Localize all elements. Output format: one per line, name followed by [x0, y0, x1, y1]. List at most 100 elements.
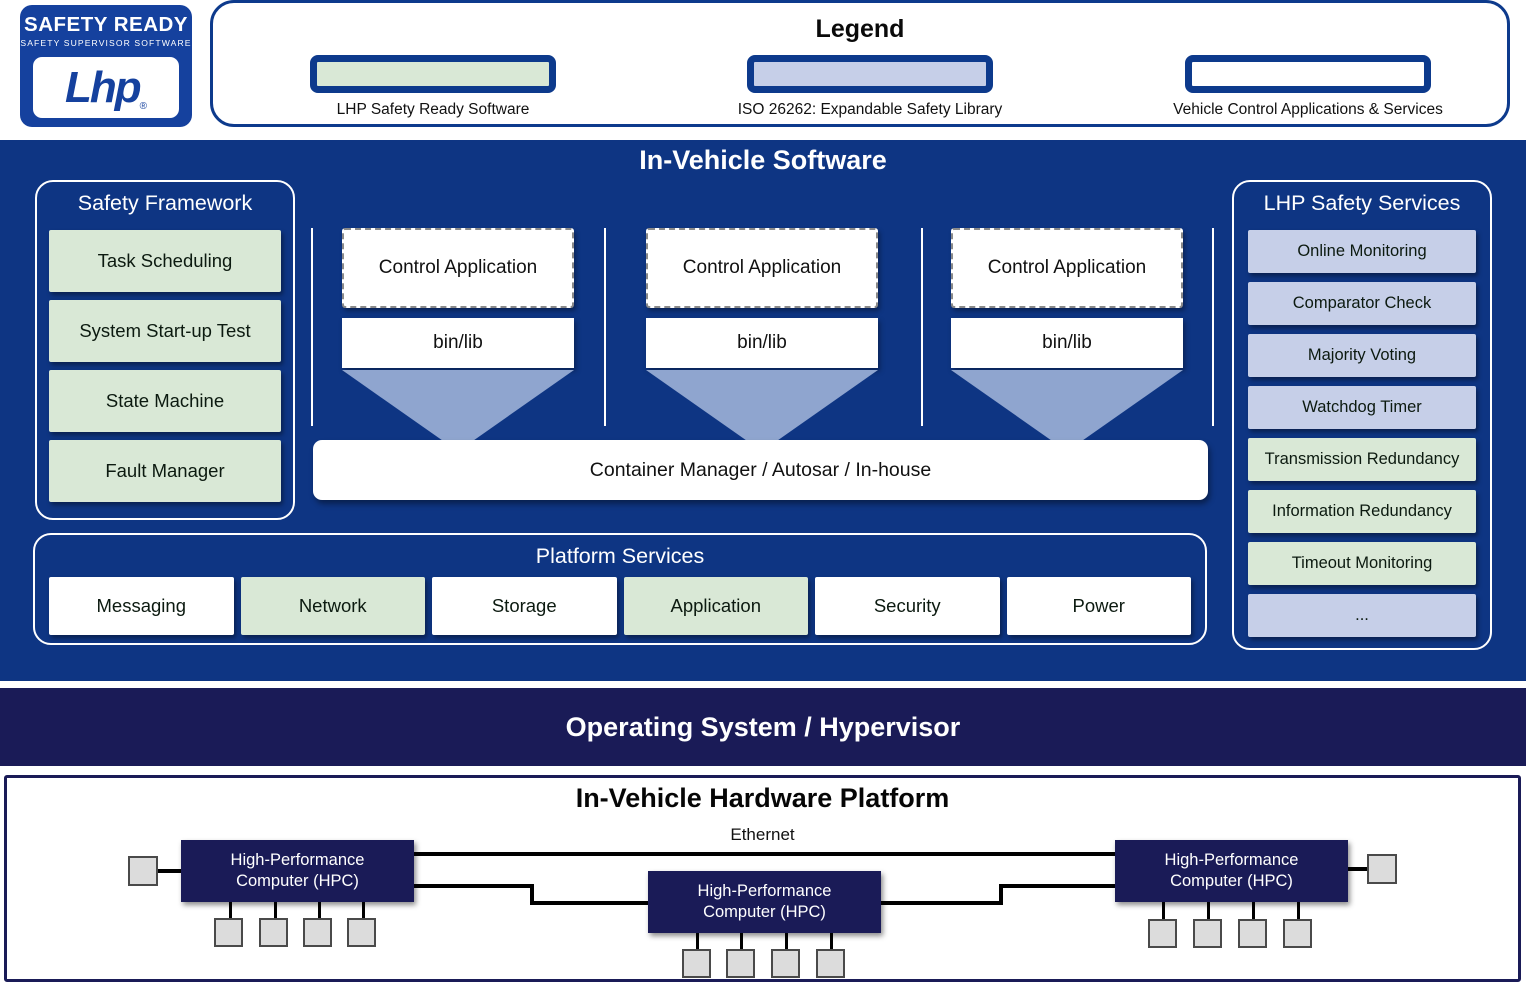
funnel-connector: [951, 370, 1183, 440]
link-line: [999, 884, 1003, 905]
platform-services-panel: Platform Services Messaging Network Stor…: [33, 533, 1207, 645]
panel-title: Safety Framework: [77, 191, 253, 215]
column-divider: [311, 228, 313, 426]
platform-service-item: Application: [623, 577, 808, 635]
legend-item-iso-library: ISO 26262: Expandable Safety Library: [700, 55, 1040, 119]
legend-title: Legend: [815, 15, 905, 43]
ecu-node: [771, 949, 800, 978]
control-application-box: Control Application: [951, 228, 1183, 308]
ecu-node: [128, 856, 158, 886]
safety-service-item: ...: [1248, 594, 1476, 637]
os-hypervisor-bar: Operating System / Hypervisor: [0, 688, 1526, 766]
logo-subtitle: SAFETY SUPERVISOR SOFTWARE: [20, 38, 192, 48]
app-column: Control Application bin/lib: [951, 228, 1183, 440]
ecu-node: [214, 918, 243, 947]
ecu-node: [303, 918, 332, 947]
hpc-box-middle: High-Performance Computer (HPC): [648, 871, 881, 933]
bin-lib-box: bin/lib: [951, 318, 1183, 368]
ecu-connector: [1162, 902, 1165, 919]
safety-service-item: Watchdog Timer: [1248, 386, 1476, 429]
platform-service-item: Messaging: [49, 577, 234, 635]
platform-services-items: Messaging Network Storage Application Se…: [49, 577, 1191, 635]
ecu-connector: [229, 902, 232, 919]
legend-item-lhp-software: LHP Safety Ready Software: [263, 55, 603, 119]
safety-service-item: Comparator Check: [1248, 282, 1476, 325]
registered-trademark-icon: ®: [139, 101, 147, 112]
platform-service-item: Storage: [432, 577, 617, 635]
column-divider: [921, 228, 923, 426]
safety-service-item: Online Monitoring: [1248, 230, 1476, 273]
safety-service-item: Timeout Monitoring: [1248, 542, 1476, 585]
ecu-connector: [1207, 902, 1210, 919]
ecu-connector: [830, 933, 833, 949]
ecu-connector: [1252, 902, 1255, 919]
app-column: Control Application bin/lib: [646, 228, 878, 440]
green-swatch-icon: [310, 55, 556, 93]
safety-framework-items: Task Scheduling System Start-up Test Sta…: [49, 230, 281, 510]
platform-service-item: Network: [240, 577, 425, 635]
safety-framework-item: Task Scheduling: [49, 230, 281, 292]
link-line: [530, 901, 648, 905]
bin-lib-box: bin/lib: [646, 318, 878, 368]
link-line: [530, 884, 534, 905]
ecu-node: [1283, 919, 1312, 948]
hardware-title: In-Vehicle Hardware Platform: [575, 783, 950, 813]
safety-ready-logo: SAFETY READY SAFETY SUPERVISOR SOFTWARE …: [20, 5, 192, 127]
lhp-brand-mark: Lhp ®: [33, 57, 179, 118]
funnel-connector: [342, 370, 574, 440]
panel-title: LHP Safety Services: [1263, 191, 1461, 215]
link-line: [1346, 867, 1368, 871]
safety-framework-item: Fault Manager: [49, 440, 281, 502]
legend-item-vehicle-apps: Vehicle Control Applications & Services: [1138, 55, 1478, 119]
legend-panel: Legend LHP Safety Ready Software ISO 262…: [210, 0, 1510, 127]
control-application-box: Control Application: [646, 228, 878, 308]
ecu-node: [259, 918, 288, 947]
ecu-connector: [785, 933, 788, 949]
column-divider: [604, 228, 606, 426]
ethernet-label: Ethernet: [730, 825, 795, 844]
link-line: [412, 884, 534, 888]
blue-swatch-icon: [747, 55, 993, 93]
platform-service-item: Security: [815, 577, 1000, 635]
safety-service-item: Majority Voting: [1248, 334, 1476, 377]
funnel-connector: [646, 370, 878, 440]
safety-service-item: Information Redundancy: [1248, 490, 1476, 533]
safety-framework-panel: Safety Framework Task Scheduling System …: [35, 180, 295, 520]
logo-title: SAFETY READY: [24, 13, 188, 36]
ecu-connector: [362, 902, 365, 919]
hpc-box-left: High-Performance Computer (HPC): [181, 840, 414, 902]
ethernet-bus-line: [412, 852, 1115, 856]
lhp-wordmark: Lhp: [64, 62, 142, 112]
hardware-platform-section: In-Vehicle Hardware Platform Ethernet Hi…: [4, 775, 1521, 982]
hpc-box-right: High-Performance Computer (HPC): [1115, 840, 1348, 902]
app-column: Control Application bin/lib: [342, 228, 574, 440]
control-application-box: Control Application: [342, 228, 574, 308]
ecu-node: [1238, 919, 1267, 948]
lhp-safety-services-panel: LHP Safety Services Online Monitoring Co…: [1232, 180, 1492, 650]
ecu-node: [1367, 854, 1397, 884]
ecu-connector: [696, 933, 699, 949]
section-title: In-Vehicle Software: [639, 145, 887, 175]
ecu-connector: [740, 933, 743, 949]
legend-label: LHP Safety Ready Software: [336, 101, 530, 118]
column-divider: [1212, 228, 1214, 426]
platform-service-item: Power: [1006, 577, 1191, 635]
ecu-node: [682, 949, 711, 978]
safety-service-item: Transmission Redundancy: [1248, 438, 1476, 481]
ecu-connector: [1297, 902, 1300, 919]
ecu-node: [726, 949, 755, 978]
legend-label: Vehicle Control Applications & Services: [1173, 101, 1443, 118]
legend-label: ISO 26262: Expandable Safety Library: [737, 101, 1003, 118]
ecu-node: [1193, 919, 1222, 948]
in-vehicle-software-section: In-Vehicle Software Safety Framework Tas…: [0, 140, 1526, 681]
ecu-node: [1148, 919, 1177, 948]
white-swatch-icon: [1185, 55, 1431, 93]
safety-services-items: Online Monitoring Comparator Check Major…: [1248, 230, 1476, 646]
ecu-connector: [318, 902, 321, 919]
safety-framework-item: State Machine: [49, 370, 281, 432]
link-line: [157, 869, 183, 873]
ecu-node: [816, 949, 845, 978]
ecu-connector: [274, 902, 277, 919]
link-line: [879, 901, 1003, 905]
container-manager-bar: Container Manager / Autosar / In-house: [313, 440, 1208, 500]
